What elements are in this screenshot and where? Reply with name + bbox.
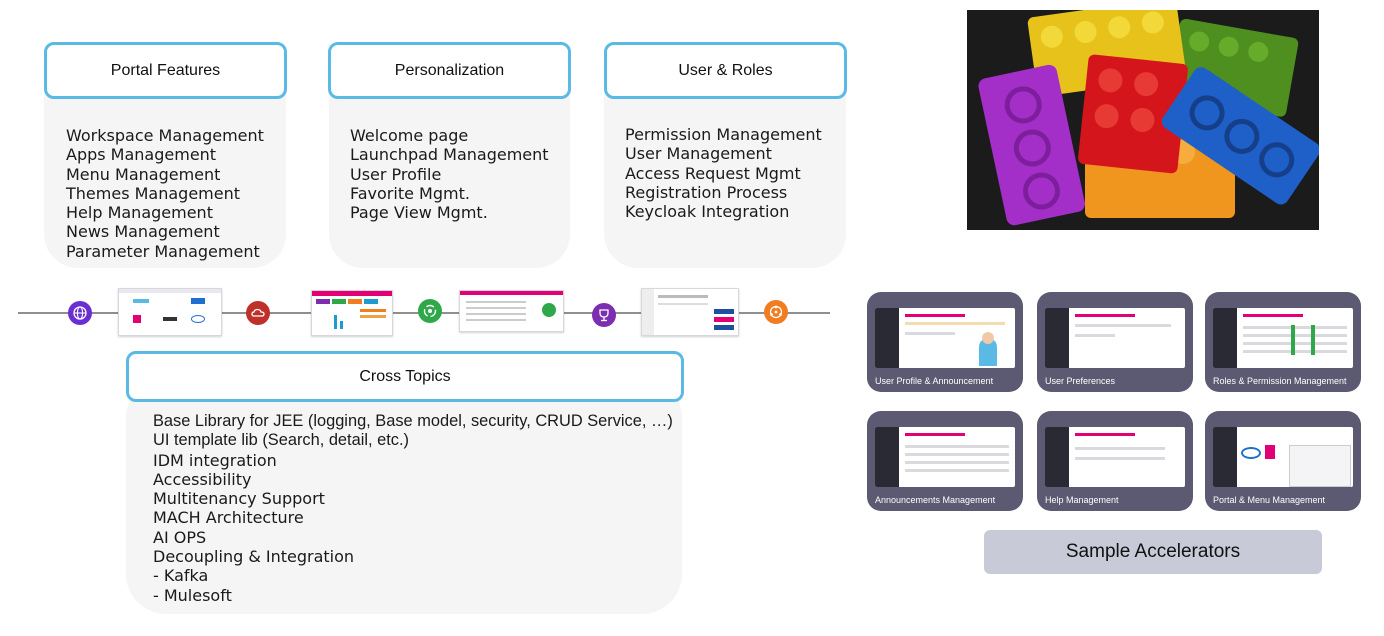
cross-topics-panel — [126, 378, 682, 614]
user-roles-list: Permission Management User Management Ac… — [625, 125, 822, 221]
blue-brick — [1161, 67, 1319, 205]
card-caption: Portal & Menu Management — [1213, 495, 1326, 505]
list-item: Parameter Management — [66, 241, 260, 261]
list-item: Page View Mgmt. — [350, 203, 488, 223]
cloud-icon — [246, 301, 270, 325]
list-item: Decoupling & Integration — [153, 547, 355, 567]
list-item: Permission Management — [625, 125, 822, 144]
personalization-title: Personalization — [328, 42, 571, 99]
network-icon — [764, 300, 788, 324]
list-item: Welcome page — [350, 126, 469, 145]
report-screenshot-thumbnail — [459, 290, 564, 332]
card-caption: User Preferences — [1045, 376, 1116, 386]
personalization-list: Welcome page Launchpad Management User P… — [350, 126, 549, 222]
globe-icon — [68, 301, 92, 325]
portal-features-title: Portal Features — [44, 42, 287, 99]
portal-features-panel — [44, 66, 286, 268]
portal-screenshot-thumbnail — [118, 288, 222, 336]
card-caption: User Profile & Announcement — [875, 376, 994, 386]
card-screenshot — [875, 308, 1015, 368]
list-item: Apps Management — [66, 145, 217, 165]
card-screenshot — [875, 427, 1015, 487]
list-item: UI template lib (Search, detail, etc.) — [153, 431, 409, 450]
list-item: - Mulesoft — [153, 585, 232, 605]
accelerator-card-user-profile[interactable]: User Profile & Announcement — [867, 292, 1023, 392]
list-item: Help Management — [66, 203, 213, 223]
red-brick — [1078, 54, 1188, 174]
accelerator-card-user-preferences[interactable]: User Preferences — [1037, 292, 1193, 392]
list-item: Keycloak Integration — [625, 202, 790, 222]
portal-features-list: Workspace Management Apps Management Men… — [66, 126, 264, 261]
list-item: Base Library for JEE (logging, Base mode… — [153, 412, 673, 430]
accelerator-card-portal-menu[interactable]: Portal & Menu Management — [1205, 411, 1361, 511]
accelerator-card-help[interactable]: Help Management — [1037, 411, 1193, 511]
card-screenshot — [1213, 308, 1353, 368]
card-screenshot — [1213, 427, 1353, 487]
list-item: User Management — [625, 144, 772, 164]
list-item: Registration Process — [625, 182, 788, 202]
dashboard-screenshot-thumbnail — [311, 290, 393, 336]
card-screenshot — [1045, 427, 1185, 487]
purple-brick — [978, 64, 1085, 226]
trophy-icon — [592, 303, 616, 327]
cross-topics-title: Cross Topics — [126, 351, 684, 402]
list-item: Favorite Mgmt. — [350, 183, 470, 203]
personalization-panel — [329, 66, 570, 268]
accelerator-card-roles-permission[interactable]: Roles & Permission Management — [1205, 292, 1361, 392]
admin-screenshot-thumbnail — [641, 288, 739, 336]
list-item: Accessibility — [153, 469, 252, 489]
list-item: Multitenancy Support — [153, 489, 325, 509]
card-caption: Announcements Management — [875, 495, 996, 505]
list-item: News Management — [66, 222, 220, 242]
accelerator-card-announcements[interactable]: Announcements Management — [867, 411, 1023, 511]
recycle-icon — [418, 299, 442, 323]
card-screenshot — [1045, 308, 1185, 368]
lego-bricks-image — [967, 10, 1319, 230]
list-item: Launchpad Management — [350, 145, 549, 165]
user-roles-panel — [604, 66, 846, 268]
user-roles-title: User & Roles — [604, 42, 847, 99]
list-item: Access Request Mgmt — [625, 163, 801, 183]
list-item: MACH Architecture — [153, 508, 304, 528]
list-item: User Profile — [350, 164, 442, 184]
list-item: IDM integration — [153, 450, 277, 470]
card-caption: Roles & Permission Management — [1213, 376, 1347, 386]
cross-topics-list: Base Library for JEE (logging, Base mode… — [153, 412, 673, 605]
list-item: Themes Management — [66, 183, 241, 203]
list-item: Workspace Management — [66, 126, 264, 145]
list-item: AI OPS — [153, 527, 207, 547]
sample-accelerators-button[interactable]: Sample Accelerators — [984, 530, 1322, 574]
card-caption: Help Management — [1045, 495, 1119, 505]
list-item: Menu Management — [66, 164, 221, 184]
list-item: - Kafka — [153, 566, 209, 586]
